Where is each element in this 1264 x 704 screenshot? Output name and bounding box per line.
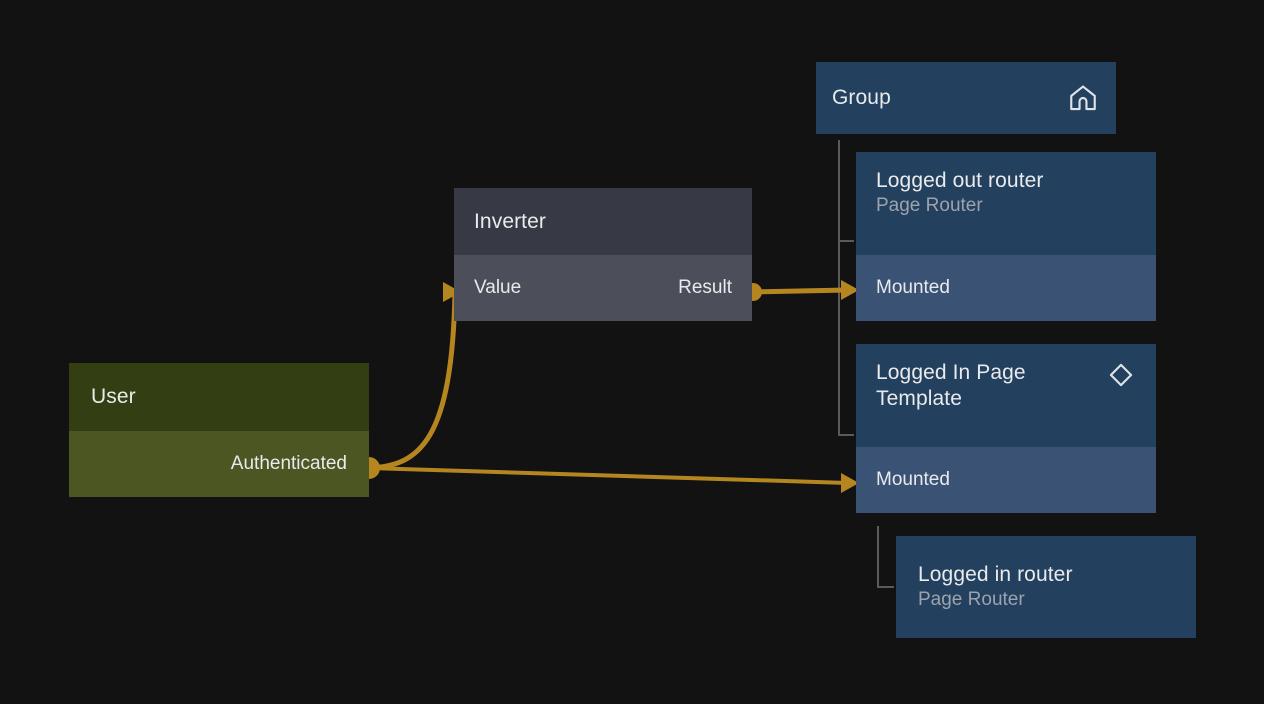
node-logged-out-router-title: Logged out router — [876, 169, 1044, 192]
node-inverter-header: Inverter — [454, 188, 752, 255]
wire-authenticated-to-mounted-in — [368, 466, 849, 485]
template-tree-stub-logged-in-router — [877, 586, 894, 588]
node-logged-in-router-header: Logged in router Page Router — [896, 536, 1196, 638]
template-tree-vertical-line — [877, 526, 879, 588]
wire-authenticated-to-value — [368, 291, 458, 471]
port-label-value[interactable]: Value — [474, 277, 522, 298]
node-logged-in-page-template-title: Logged In Page Template — [876, 361, 1026, 410]
node-logged-in-router[interactable]: Logged in router Page Router — [896, 536, 1196, 638]
port-label-authenticated[interactable]: Authenticated — [230, 453, 347, 474]
node-inverter[interactable]: Inverter Value Result — [454, 188, 752, 321]
group-tree-stub-logged-in-template — [838, 434, 854, 436]
node-logged-out-router-header: Logged out router Page Router — [856, 152, 1156, 255]
node-logged-out-router[interactable]: Logged out router Page Router Mounted — [856, 152, 1156, 321]
node-logged-out-router-subtitle: Page Router — [876, 195, 983, 216]
diamond-icon[interactable] — [1106, 360, 1136, 433]
port-row-mounted-logged-in-page-template[interactable]: Mounted — [856, 447, 1156, 513]
node-group-title: Group — [832, 86, 891, 109]
home-icon[interactable] — [1066, 82, 1100, 114]
node-inverter-title: Inverter — [474, 209, 546, 233]
port-label-mounted: Mounted — [876, 469, 950, 490]
group-tree-stub-logged-out-router — [838, 240, 854, 242]
port-label-result[interactable]: Result — [678, 277, 732, 298]
node-user-port-row[interactable]: Authenticated — [69, 431, 369, 497]
node-logged-in-page-template-header: Logged In Page Template — [856, 344, 1156, 447]
wire-result-to-mounted-out — [752, 287, 849, 295]
group-tree-vertical-line — [838, 140, 840, 436]
node-user-header: User — [69, 363, 369, 431]
node-logged-in-page-template[interactable]: Logged In Page Template Mounted — [856, 344, 1156, 513]
port-row-mounted-logged-out-router[interactable]: Mounted — [856, 255, 1156, 321]
node-logged-in-router-subtitle: Page Router — [918, 589, 1025, 610]
node-user[interactable]: User Authenticated — [69, 363, 369, 497]
node-inverter-port-row[interactable]: Value Result — [454, 255, 752, 321]
port-label-mounted: Mounted — [876, 277, 950, 298]
node-group[interactable]: Group — [816, 62, 1116, 134]
node-logged-in-router-title: Logged in router — [918, 563, 1073, 586]
node-user-title: User — [91, 385, 136, 408]
